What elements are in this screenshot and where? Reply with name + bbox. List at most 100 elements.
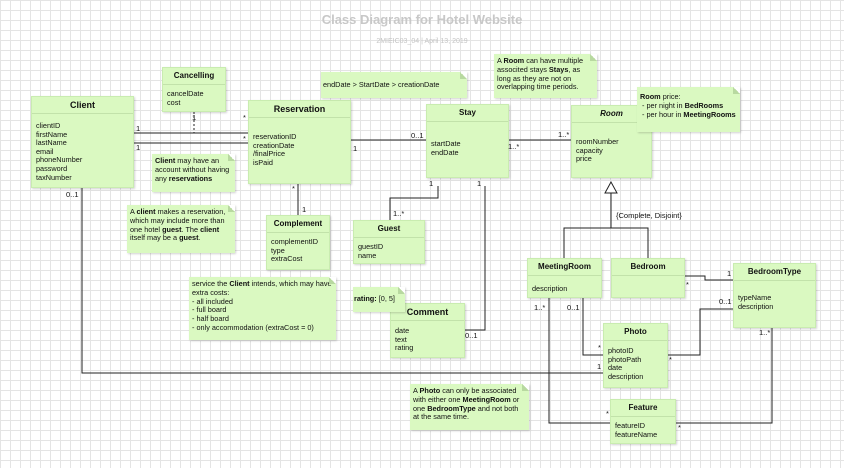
class-stay[interactable]: Stay startDate endDate <box>426 104 509 178</box>
mult-label: 1 <box>302 205 307 214</box>
class-complement-name: Complement <box>267 216 329 233</box>
class-room-name: Room <box>572 106 651 123</box>
attr-lastname: lastName <box>36 138 67 148</box>
note-client-account-b: may have an account without having any <box>155 156 230 183</box>
mult-label: 1 <box>727 269 732 278</box>
class-complement[interactable]: Complement complementID type extraCost <box>266 215 330 270</box>
mult-label: * <box>678 423 681 432</box>
note-rp-i2a: - per hour in <box>642 109 684 119</box>
class-guest[interactable]: Guest guestID name <box>353 220 425 264</box>
class-photo[interactable]: Photo photoID photoPath date description <box>603 323 668 388</box>
class-client-name: Client <box>32 97 133 114</box>
mult-label: 0..1 <box>66 190 79 199</box>
class-client[interactable]: Client clientID firstName lastName email… <box>31 96 134 188</box>
note-rs-d: Stays <box>548 64 569 74</box>
generalization-edge <box>563 193 612 258</box>
attr-guestid: guestID <box>358 242 384 251</box>
note-cs-list: - all included - full board - half board… <box>192 297 333 333</box>
note-client-reservation: A client makes a reservation, which may … <box>127 205 235 253</box>
note-cr-d: guest <box>162 224 182 234</box>
note-rs-b: Room <box>503 56 525 65</box>
note-pa-c: can only be associated with either one <box>413 386 517 404</box>
note-rs-c: can have multiple associted stays <box>497 56 584 74</box>
note-cs-c: intends, which may have extra costs: <box>192 279 332 297</box>
note-room-price: Room price: - per night in BedRooms - pe… <box>637 87 740 132</box>
note-cs-b: Client <box>229 279 250 288</box>
meetingroom-photo-edge <box>582 298 603 356</box>
attr-typename: typeName <box>738 293 772 302</box>
class-feature-name: Feature <box>611 400 675 417</box>
note-pa-d: MeetingRoom <box>462 394 511 404</box>
attr-cost: cost <box>167 97 181 107</box>
note-cs-a: service the <box>192 279 230 288</box>
attr-rating: rating <box>395 343 414 353</box>
generalization-arrow <box>604 180 618 194</box>
note-cr-h: guest <box>179 233 199 243</box>
note-rp-item-2: - per hour in MeetingRooms <box>640 109 737 120</box>
attr-ispaid: isPaid <box>253 157 273 167</box>
note-pa-a: A <box>413 386 420 395</box>
note-rating: rating: [0, 5] <box>353 287 405 312</box>
class-comment[interactable]: Comment date text rating <box>390 303 465 358</box>
note-cr-c: makes a reservation, which may include m… <box>130 207 226 234</box>
note-cs-item: - half board <box>192 314 229 324</box>
note-client-account-c: reservations <box>168 173 213 183</box>
note-rp-b: price: <box>660 92 681 101</box>
attr-date: date <box>395 326 410 335</box>
class-bedroom[interactable]: Bedroom <box>611 258 685 298</box>
class-stay-name: Stay <box>427 105 508 122</box>
client-photo-edge <box>81 188 603 374</box>
mult-label: 1 <box>136 124 141 133</box>
note-rs-e: , as long as they are not on overlapping… <box>497 64 581 92</box>
attr-clientid: clientID <box>36 121 61 130</box>
note-room-stays: A Room can have multiple associted stays… <box>494 54 597 98</box>
note-rating-b: [0, 5] <box>376 294 395 303</box>
attr-photoid: photoID <box>608 346 634 355</box>
mult-label: 0..1 <box>567 303 580 312</box>
attr-email: email <box>36 146 54 156</box>
class-bedroom-name: Bedroom <box>612 259 684 276</box>
mult-label: 1 <box>597 362 602 371</box>
note-dates-text: endDate > StartDate > creationDate <box>323 80 440 89</box>
attr-roomnumber: roomNumber <box>576 137 619 146</box>
mult-label: 1..* <box>508 142 520 151</box>
mult-label: * <box>243 113 246 122</box>
attr-type: type <box>271 245 285 255</box>
class-feature[interactable]: Feature featureID featureName <box>610 399 676 444</box>
diagram-title: Class Diagram for Hotel Website <box>321 12 523 27</box>
note-cr-g: itself may be a <box>130 233 180 243</box>
note-pa-g: and not both at the same time. <box>413 403 519 422</box>
class-bedroomtype-name: BedroomType <box>734 264 815 281</box>
generalization-edge-2 <box>611 227 649 258</box>
mult-label: * <box>686 280 689 289</box>
attr-finalprice: /finalPrice <box>253 149 286 159</box>
note-pa-b: Photo <box>419 386 441 395</box>
note-cs-item: - full board <box>192 305 227 315</box>
attr-complementid: complementID <box>271 237 319 246</box>
attr-enddate: endDate <box>431 147 459 157</box>
class-cancelling[interactable]: Cancelling cancelDate cost <box>162 67 226 112</box>
mult-label: 1 <box>429 179 434 188</box>
class-bedroomtype[interactable]: BedroomType typeName description <box>733 263 816 328</box>
note-cs-item: - only accommodation (extraCost = 0) <box>192 322 314 332</box>
attr-taxnumber: taxNumber <box>36 172 72 182</box>
note-photo-assoc: A Photo can only be associated with eith… <box>410 384 529 430</box>
note-rp-i2b: MeetingRooms <box>683 109 736 119</box>
mult-label: 1 <box>136 143 141 152</box>
meetingroom-feature-edge <box>548 298 610 424</box>
mult-label: 1..* <box>759 328 771 337</box>
mult-label: 1 <box>353 144 358 153</box>
attr-featureid: featureID <box>615 421 646 430</box>
attr-startdate: startDate <box>431 139 461 148</box>
note-dates: endDate > StartDate > creationDate <box>321 72 467 98</box>
note-cr-i: . <box>198 233 201 243</box>
attr-photo-date: date <box>608 363 623 373</box>
class-reservation[interactable]: Reservation reservationID creationDate /… <box>248 100 351 184</box>
class-photo-name: Photo <box>604 324 667 341</box>
attr-name: name <box>358 250 377 260</box>
class-meetingroom[interactable]: MeetingRoom description <box>527 258 602 298</box>
mult-label: 1..* <box>393 209 405 218</box>
note-cr-f: client <box>200 224 220 234</box>
mult-label: 1..* <box>534 303 546 312</box>
